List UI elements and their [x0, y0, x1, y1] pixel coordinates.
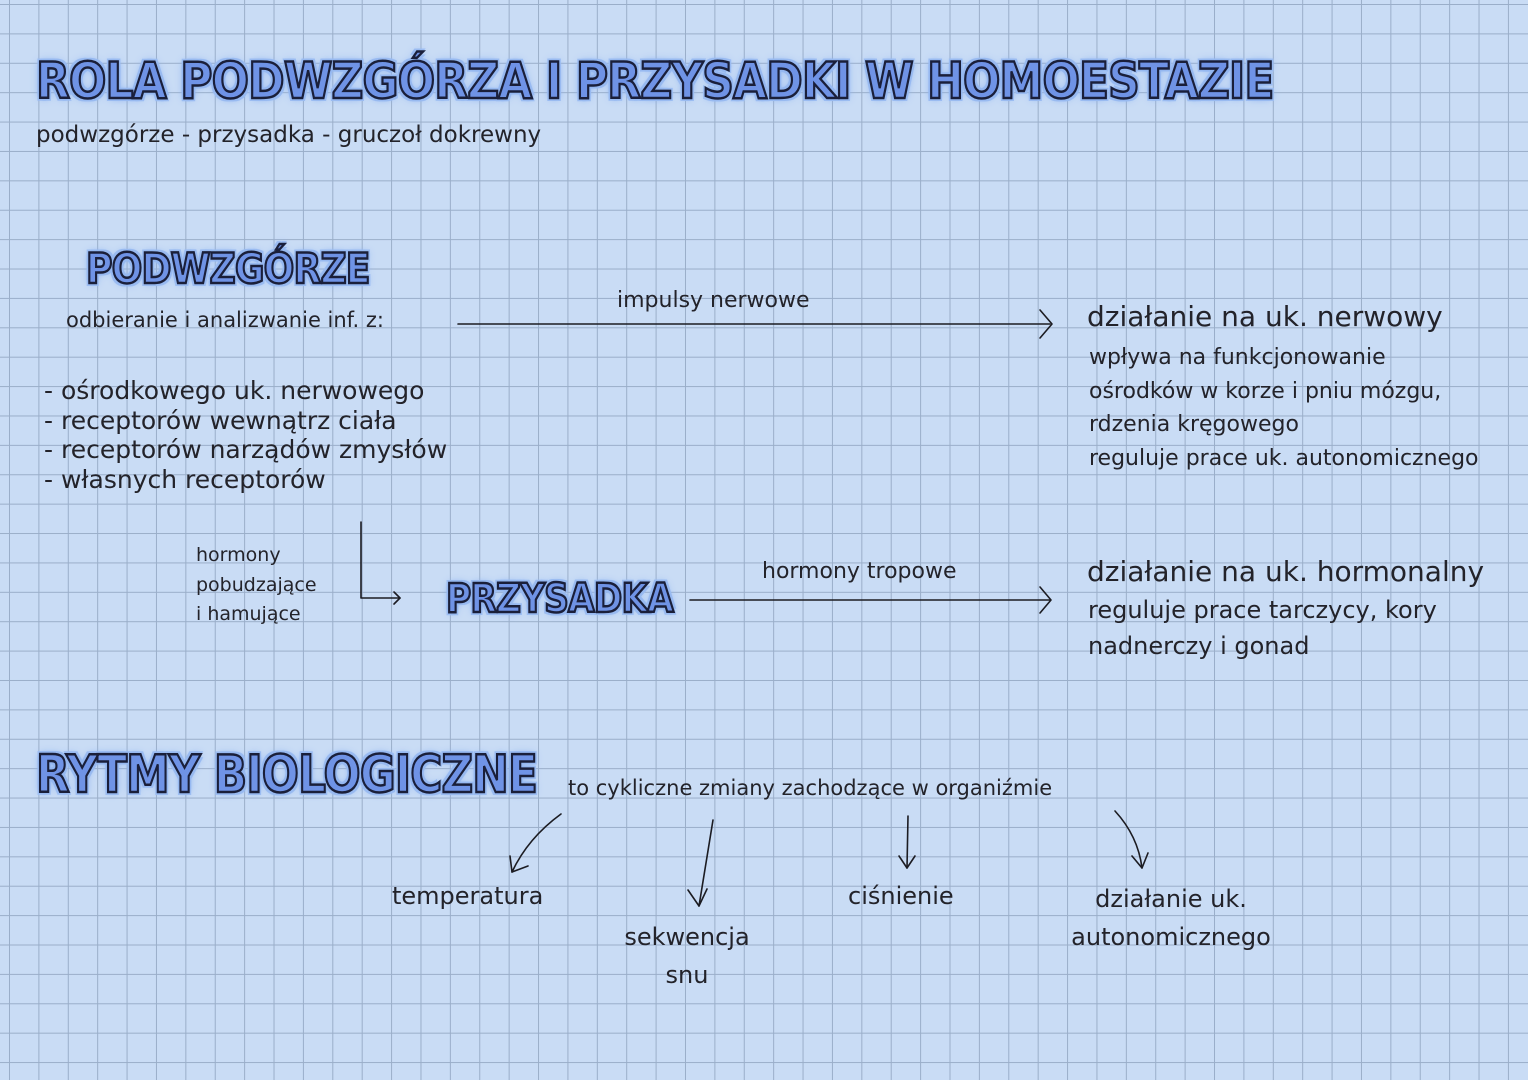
rhythms-definition: to cykliczne zmiany zachodzące w organiź… — [568, 776, 1053, 800]
sleep-arrowhead — [687, 888, 708, 907]
nervous-effect-text: wpływa na funkcjonowanie ośrodków w korz… — [1089, 341, 1479, 475]
rhythms-heading: RYTMY BIOLOGICZNE — [35, 744, 539, 807]
rhythm-temperature: temperatura — [392, 882, 544, 910]
nervous-effect-line: rdzenia kręgowego — [1089, 412, 1299, 437]
rhythm-pressure: ciśnienie — [848, 882, 954, 910]
autonomic-arrow — [1114, 810, 1143, 869]
nerve-impulses-arrowhead — [1039, 309, 1053, 339]
hormones-label-line: hormony — [196, 544, 281, 566]
source-list: - ośrodkowego uk. nerwowego - receptorów… — [44, 376, 447, 494]
hormones-label: hormony pobudzające i hamujące — [196, 541, 317, 630]
tropic-hormones-arrowhead — [1039, 586, 1052, 614]
tropic-hormones-label: hormony tropowe — [762, 559, 957, 584]
hormonal-effect-line: nadnerczy i gonad — [1088, 632, 1310, 660]
temperature-arrow — [511, 813, 562, 873]
rhythm-autonomic: działanie uk. autonomicznego — [1062, 880, 1280, 956]
rhythm-autonomic-line: autonomicznego — [1071, 923, 1271, 951]
rhythm-sleep-line: snu — [665, 961, 709, 989]
source-item: - receptorów narządów zmysłów — [44, 435, 448, 464]
sleep-arrow — [698, 819, 714, 907]
hypothalamus-heading: PODWZGÓRZE — [85, 243, 372, 295]
rhythm-sleep-line: sekwencja — [624, 923, 750, 951]
rhythm-autonomic-line: działanie uk. — [1095, 885, 1247, 913]
pressure-arrowhead — [898, 855, 916, 869]
pituitary-heading: PRZYSADKA — [445, 575, 675, 624]
nervous-effect-line: ośrodków w korze i pniu mózgu, — [1089, 378, 1442, 404]
rhythm-sleep: sekwencja snu — [612, 918, 762, 994]
page-subtitle: podwzgórze - przysadka - gruczoł dokrewn… — [36, 122, 542, 148]
temperature-arrowhead — [509, 855, 529, 873]
nervous-effect-heading: działanie na uk. nerwowy — [1087, 300, 1443, 333]
hormonal-effect-text: reguluje prace tarczycy, kory nadnerczy … — [1088, 592, 1437, 664]
nervous-effect-line: wpływa na funkcjonowanie — [1089, 345, 1386, 370]
hormones-label-line: i hamujące — [196, 603, 301, 625]
source-item: - ośrodkowego uk. nerwowego — [44, 376, 425, 405]
hormones-label-line: pobudzające — [196, 573, 317, 596]
autonomic-arrowhead — [1131, 852, 1149, 869]
source-item: - receptorów wewnątrz ciała — [44, 405, 397, 435]
pressure-arrow — [906, 815, 909, 869]
page-title: ROLA PODWZGÓRZA I PRZYSADKI W HOMOESTAZI… — [35, 51, 1276, 112]
hypothalamus-to-pituitary-arrow — [360, 521, 401, 599]
source-item: - własnych receptorów — [44, 464, 326, 494]
nerve-impulses-label: impulsy nerwowe — [617, 288, 810, 313]
hormonal-effect-line: reguluje prace tarczycy, kory — [1088, 596, 1437, 624]
nervous-effect-line: reguluje prace uk. autonomicznego — [1089, 445, 1479, 471]
hormonal-effect-heading: działanie na uk. hormonalny — [1087, 555, 1485, 588]
hypothalamus-to-pituitary-arrowhead — [393, 591, 401, 605]
receives-label: odbieranie i analizwanie inf. z: — [66, 308, 384, 332]
